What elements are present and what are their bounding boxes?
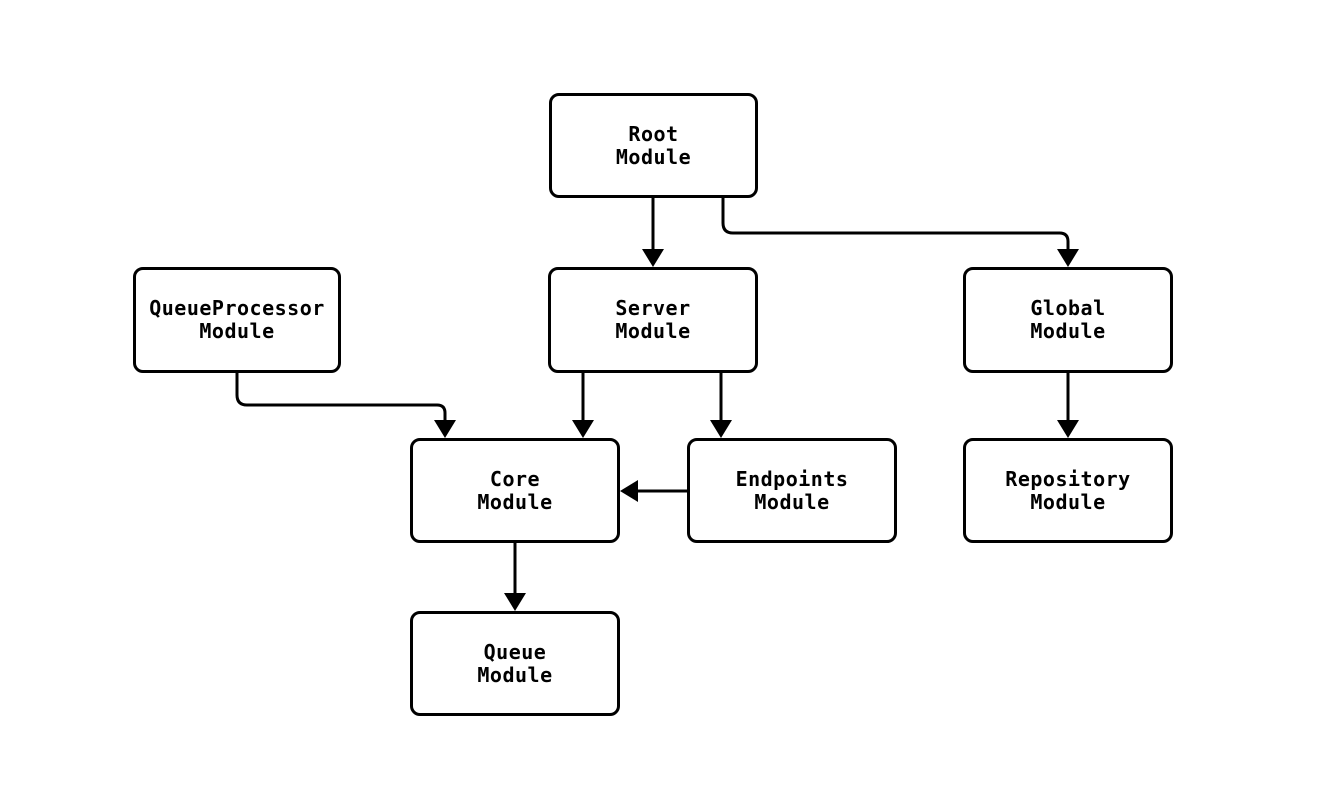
node-endpoints-module: Endpoints Module <box>687 438 897 543</box>
node-repository-module: Repository Module <box>963 438 1173 543</box>
node-label-repository-module: Repository Module <box>1005 466 1131 514</box>
arrowhead-root-to-server <box>642 249 664 267</box>
node-root-module: Root Module <box>549 93 758 198</box>
arrowhead-core-to-queue <box>504 593 526 611</box>
node-label-queue-module: Queue Module <box>477 639 553 687</box>
arrowhead-endpoints-to-core <box>620 480 638 502</box>
node-server-module: Server Module <box>548 267 758 373</box>
node-label-global-module: Global Module <box>1030 296 1106 343</box>
arrowhead-root-to-global <box>1057 249 1079 267</box>
arrowhead-server-to-core <box>572 420 594 438</box>
node-queueprocessor-module: QueueProcessor Module <box>133 267 341 373</box>
node-core-module: Core Module <box>410 438 620 543</box>
node-queue-module: Queue Module <box>410 611 620 716</box>
node-label-server-module: Server Module <box>615 296 691 343</box>
node-label-root-module: Root Module <box>615 121 692 169</box>
node-label-queueprocessor-module: QueueProcessor Module <box>149 296 325 343</box>
arrowhead-global-to-repository <box>1057 420 1079 438</box>
node-label-endpoints-module: Endpoints Module <box>735 466 849 514</box>
arrowhead-server-to-endpoints <box>710 420 732 438</box>
node-global-module: Global Module <box>963 267 1173 373</box>
edge-queueprocessor-to-core <box>235 373 447 421</box>
node-label-core-module: Core Module <box>477 466 553 514</box>
arrowhead-queueprocessor-to-core <box>434 420 456 438</box>
edge-root-to-global <box>721 198 1070 250</box>
